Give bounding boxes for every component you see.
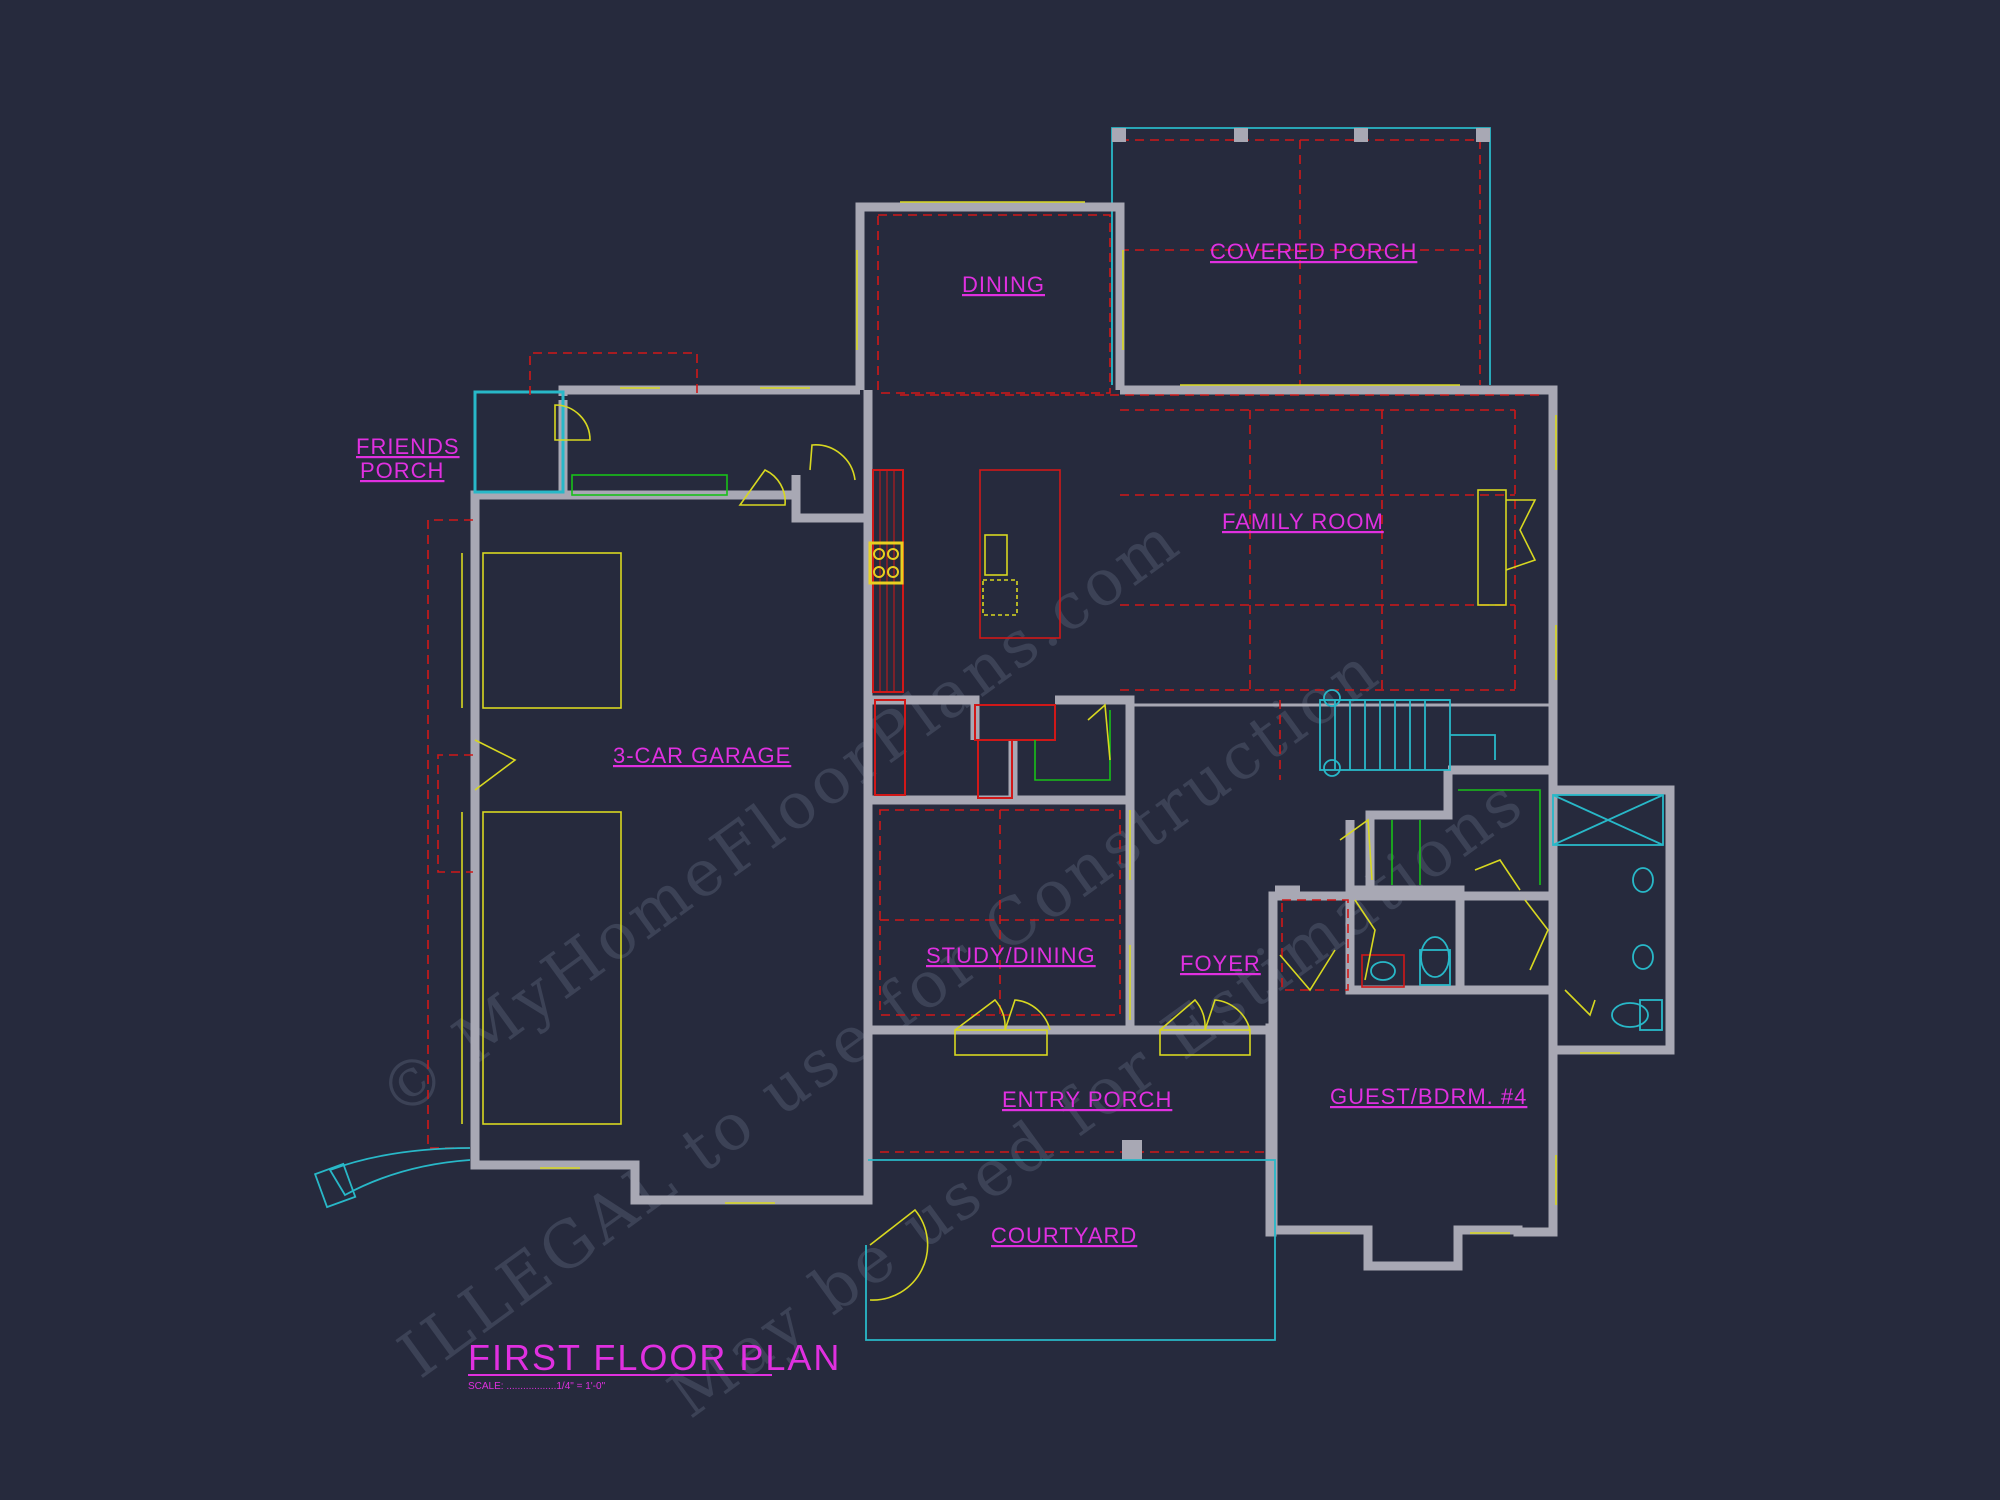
post: [1354, 128, 1368, 142]
label-covered-porch: COVERED PORCH: [1210, 239, 1417, 264]
post: [1122, 1140, 1142, 1160]
label-dining: DINING: [962, 272, 1045, 297]
post: [1112, 128, 1126, 142]
fixtures: [571, 469, 1664, 1160]
label-guest-bedroom: GUEST/BDRM. #4: [1330, 1084, 1527, 1109]
watermark-line-1: © MyHomeFloorPlans.com: [366, 503, 1195, 1133]
label-entry-porch: ENTRY PORCH: [1002, 1087, 1172, 1112]
label-foyer: FOYER: [1180, 951, 1261, 976]
courtyard: [313, 1147, 1276, 1341]
openings: [461, 201, 1620, 1301]
label-study-dining: STUDY/DINING: [926, 943, 1096, 968]
plan-scale: SCALE: ..................1/4" = 1'-0": [468, 1381, 606, 1392]
title-block: FIRST FLOOR PLAN SCALE: ................…: [468, 1337, 841, 1392]
covered-porch: [1111, 127, 1491, 385]
label-friends-porch-2: PORCH: [360, 458, 444, 483]
label-garage: 3-CAR GARAGE: [613, 743, 791, 768]
plan-title: FIRST FLOOR PLAN: [468, 1337, 841, 1378]
post: [1234, 128, 1248, 142]
label-courtyard: COURTYARD: [991, 1223, 1137, 1248]
post: [1476, 128, 1490, 142]
label-friends-porch-1: FRIENDS: [356, 434, 460, 459]
label-family-room: FAMILY ROOM: [1222, 509, 1384, 534]
room-labels: DINING COVERED PORCH FRIENDS PORCH FAMIL…: [356, 239, 1527, 1248]
